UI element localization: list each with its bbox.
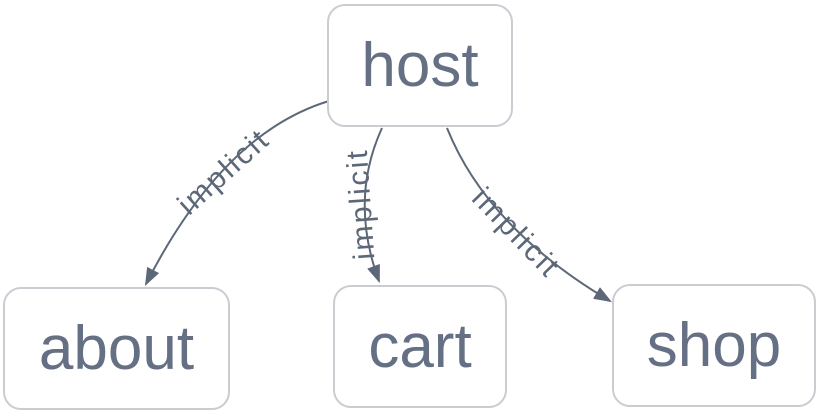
node-shop-label: shop [646,310,782,380]
edge-label-host-shop: implicit [465,181,566,284]
edge-label-host-cart: implicit [341,147,382,261]
node-about[interactable]: about [3,287,230,410]
edge-host-cart: implicit [341,127,383,284]
edge-line-host-shop[interactable] [446,127,612,303]
edge-host-shop: implicit [446,127,612,303]
node-cart-label: cart [368,311,472,381]
edge-label-host-about: implicit [171,122,276,221]
node-host[interactable]: host [327,4,513,127]
node-shop[interactable]: shop [612,284,816,407]
edge-line-host-cart[interactable] [363,127,383,284]
edge-line-host-about[interactable] [144,100,330,287]
edge-host-about: implicit [144,100,330,287]
node-about-label: about [38,313,195,383]
node-cart[interactable]: cart [333,285,507,408]
node-host-label: host [361,30,479,100]
